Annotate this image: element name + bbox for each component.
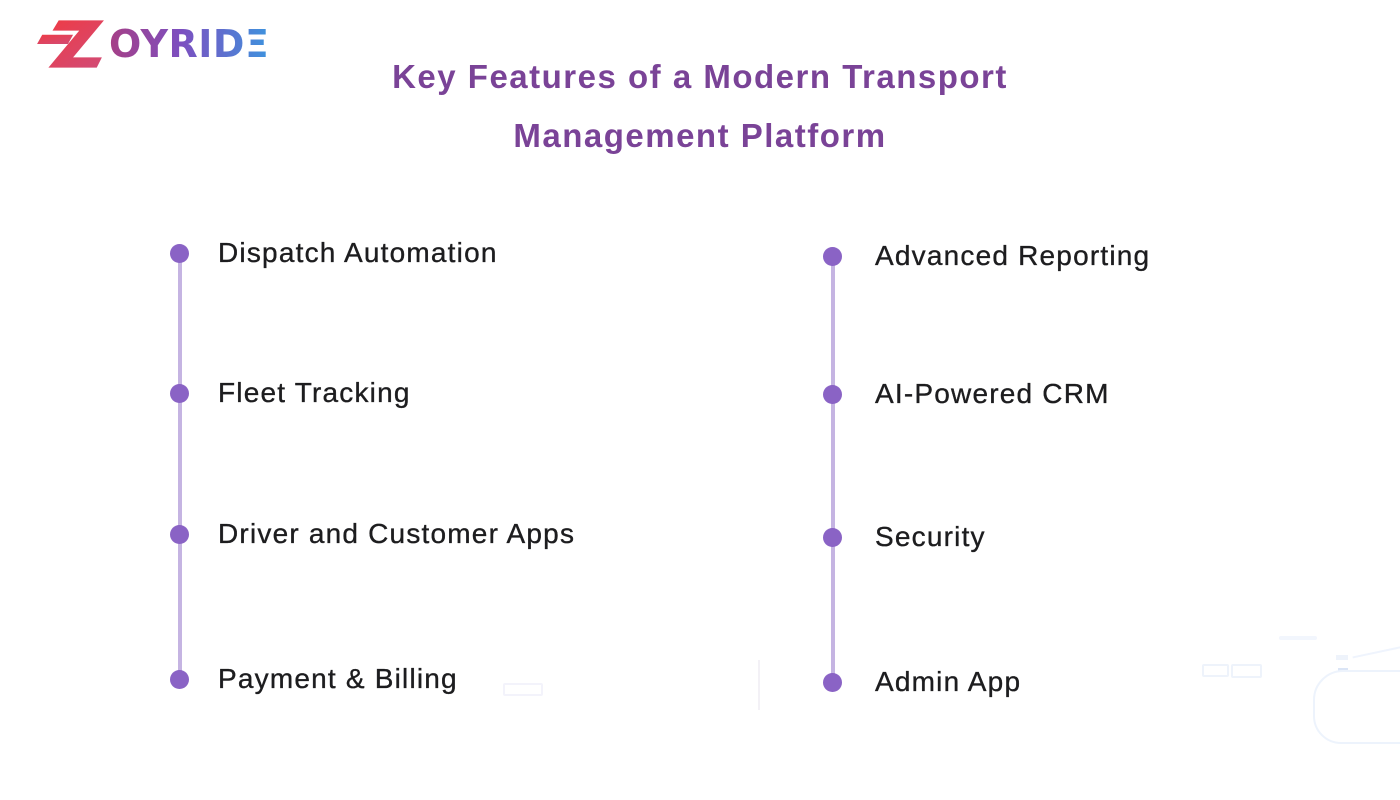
page-title-line1: Key Features of a Modern Transport bbox=[392, 58, 1008, 95]
bullet-dot-icon bbox=[170, 383, 189, 403]
feature-label: AI-Powered CRM bbox=[875, 378, 1110, 409]
feature-label: Advanced Reporting bbox=[875, 240, 1151, 271]
feature-item-advanced-reporting: Advanced Reporting bbox=[823, 240, 1150, 272]
feature-item-dispatch-automation: Dispatch Automation bbox=[170, 237, 498, 269]
feature-label: Dispatch Automation bbox=[218, 237, 498, 268]
bullet-dot-icon bbox=[170, 524, 189, 544]
bullet-dot-icon bbox=[823, 246, 842, 266]
page-title-line2: Management Platform bbox=[513, 117, 887, 154]
timeline-connector-left bbox=[177, 253, 182, 679]
bullet-dot-icon bbox=[823, 672, 842, 692]
feature-label: Driver and Customer Apps bbox=[218, 518, 576, 549]
brand-logo: OYRIDΞ bbox=[34, 16, 269, 72]
feature-item-admin-app: Admin App bbox=[823, 666, 1021, 698]
feature-label: Security bbox=[875, 521, 986, 552]
zoyride-double-z-icon bbox=[37, 20, 104, 68]
feature-item-fleet-tracking: Fleet Tracking bbox=[170, 377, 411, 409]
timeline-connector-right bbox=[830, 256, 835, 682]
page-title: Key Features of a Modern Transport Manag… bbox=[0, 47, 1400, 165]
bullet-dot-icon bbox=[170, 669, 189, 689]
bullet-dot-icon bbox=[170, 243, 189, 263]
feature-label: Admin App bbox=[875, 666, 1022, 697]
features-column-right: Advanced Reporting AI-Powered CRM Securi… bbox=[823, 240, 1400, 727]
features-column-left: Dispatch Automation Fleet Tracking Drive… bbox=[170, 237, 790, 724]
brand-wordmark: OYRIDΞ bbox=[109, 22, 270, 66]
feature-label: Fleet Tracking bbox=[218, 377, 411, 408]
bullet-dot-icon bbox=[823, 384, 842, 404]
feature-label: Payment & Billing bbox=[218, 663, 458, 694]
feature-item-driver-customer-apps: Driver and Customer Apps bbox=[170, 518, 575, 550]
feature-item-ai-powered-crm: AI-Powered CRM bbox=[823, 378, 1110, 410]
feature-item-payment-billing: Payment & Billing bbox=[170, 663, 458, 695]
feature-item-security: Security bbox=[823, 521, 986, 553]
bullet-dot-icon bbox=[823, 527, 842, 547]
